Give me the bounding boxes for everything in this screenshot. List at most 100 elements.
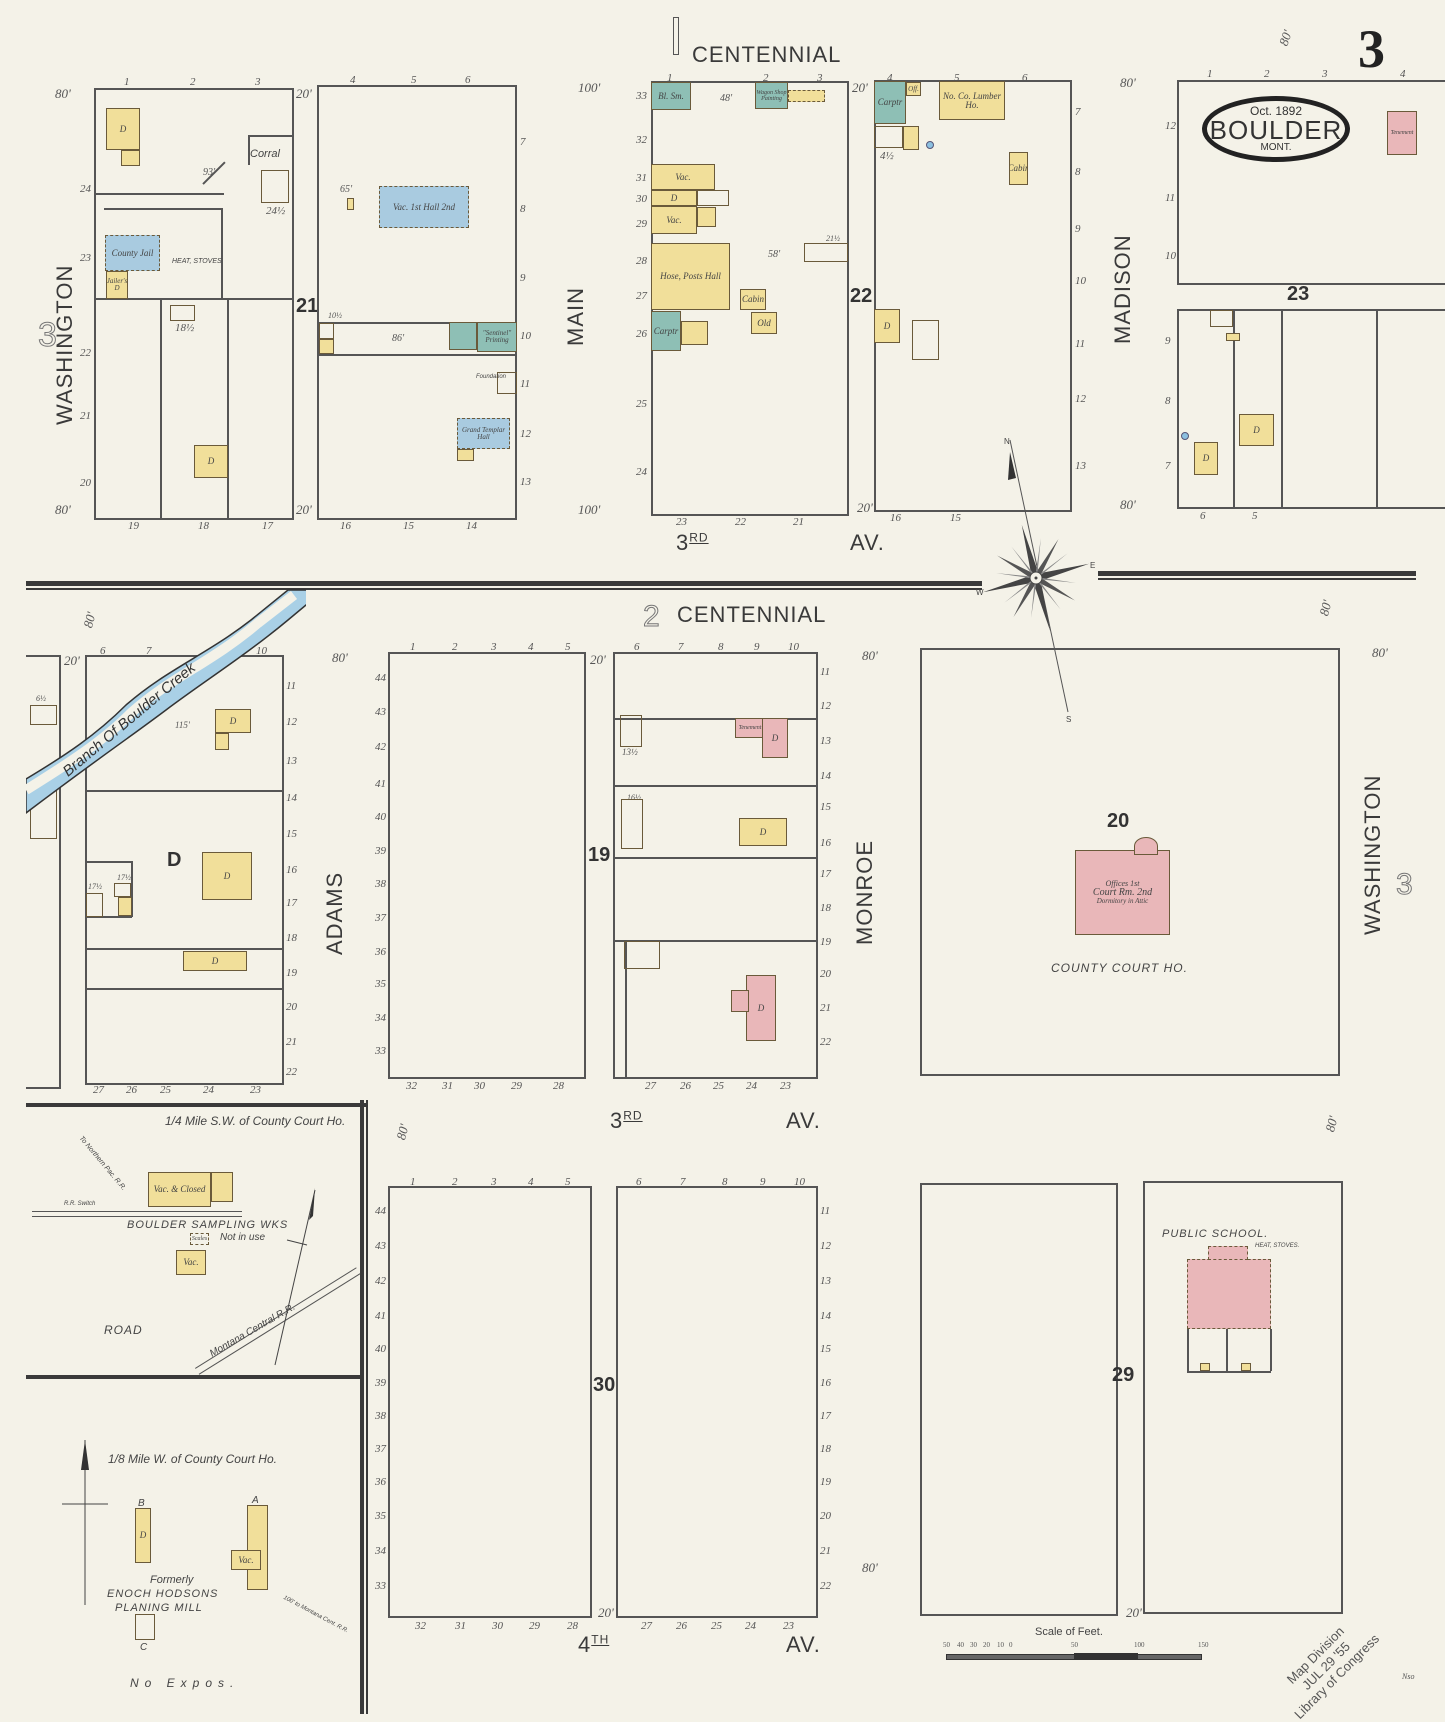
block-number-20: 20 — [1107, 810, 1130, 832]
lot-number: 13 — [820, 1275, 831, 1287]
courthouse-tower — [1134, 837, 1158, 855]
lot-line — [1281, 309, 1283, 509]
printing-office-rear — [449, 322, 477, 350]
cabin: Cabin — [1009, 152, 1028, 185]
bldg-c-label: C — [140, 1642, 148, 1653]
vacant-building: Vac. — [176, 1250, 206, 1275]
inset-border — [366, 1100, 368, 1714]
street-width: 80' — [1316, 598, 1335, 618]
lot-number: 19 — [286, 967, 297, 979]
lot-number: 28 — [567, 1620, 578, 1632]
lot-number: 9 — [1075, 223, 1081, 235]
compass-s: S — [1066, 715, 1071, 724]
rr-distance-note: 100' to Montana Cent. R.R. — [282, 1595, 350, 1635]
rr-switch — [32, 1216, 242, 1217]
lot-number: 7 — [146, 645, 152, 657]
lot-number: 22 — [735, 516, 746, 528]
shed-height: 10½ — [328, 311, 342, 320]
lot-line — [85, 948, 284, 950]
lot-number: 18 — [820, 902, 831, 914]
street-washington-right: WASHINGTON — [1360, 774, 1385, 935]
lot-number: 3 — [491, 641, 497, 653]
lot-number: 21 — [820, 1545, 831, 1557]
street-width: 20' — [598, 1605, 614, 1620]
lot-number: 42 — [375, 1275, 386, 1287]
road-label: ROAD — [104, 1323, 143, 1337]
scale-tick: 20 — [983, 1641, 990, 1649]
lot-number: 10 — [520, 330, 531, 342]
mill-name-2: PLANING MILL — [115, 1602, 203, 1614]
shed-height: 4½ — [880, 150, 894, 162]
lot-number: 13 — [520, 476, 531, 488]
lot-number: 18 — [198, 520, 209, 532]
lot-number: 15 — [403, 520, 414, 532]
lot-number: 19 — [128, 520, 139, 532]
street-width: 100' — [578, 80, 601, 95]
lot-number: 38 — [375, 1410, 386, 1422]
lot-number: 3 — [1322, 68, 1328, 80]
shed — [347, 198, 354, 210]
lot-number: 4 — [528, 641, 534, 653]
lot-number: 2 — [452, 641, 458, 653]
lot-number: 34 — [375, 1545, 386, 1557]
block-number-19-label: 19 — [588, 844, 611, 866]
shed — [788, 90, 825, 102]
old-building: Old — [751, 312, 777, 334]
lot-number: 29 — [636, 218, 647, 230]
block-d — [85, 655, 284, 1085]
lot-number: 32 — [415, 1620, 426, 1632]
street-3rd-av-mid: 3RD — [610, 1108, 643, 1134]
block-number-21: 21 — [296, 295, 319, 317]
dwelling: D — [183, 951, 247, 971]
lot-number: 14 — [820, 770, 831, 782]
shed — [624, 941, 660, 969]
street-adams: ADAMS — [322, 871, 347, 955]
lot-number: 7 — [1165, 460, 1171, 472]
dwelling: D — [106, 108, 140, 150]
rr-switch — [32, 1211, 242, 1212]
dwelling-rear — [121, 150, 140, 166]
dwelling: D — [202, 852, 252, 900]
lot-number: 42 — [375, 741, 386, 753]
vacant-building: Vac. — [651, 206, 697, 234]
street-suffix: TH — [591, 1632, 610, 1647]
well-icon — [1181, 432, 1189, 440]
dwelling: D — [215, 709, 251, 733]
street-width: 80' — [862, 648, 878, 663]
lot-number: 26 — [636, 328, 647, 340]
inset-title: 1/8 Mile W. of County Court Ho. — [108, 1452, 277, 1466]
courthouse-label: COUNTY COURT HO. — [1051, 961, 1188, 975]
compass-n: N — [1004, 437, 1010, 446]
street-width: 20' — [1126, 1605, 1142, 1620]
street-width: 20' — [852, 80, 868, 95]
lot-line — [317, 354, 517, 356]
scale-tick: 50 — [1071, 1641, 1078, 1649]
lot-number: 24 — [745, 1620, 756, 1632]
lot-number: 10 — [1075, 275, 1086, 287]
lot-number: 5 — [565, 641, 571, 653]
inset-border — [26, 1103, 366, 1107]
lot-number: 19 — [820, 1476, 831, 1488]
street-suffix: RD — [689, 530, 709, 545]
lot-number: 8 — [1075, 166, 1081, 178]
scale-tick: 10 — [997, 1641, 1004, 1649]
shed-height: 17½ — [88, 882, 102, 891]
north-arrow-icon — [274, 1188, 316, 1366]
street-width: 80' — [55, 502, 71, 517]
lot-number: 1 — [1207, 68, 1213, 80]
lot-line — [1233, 309, 1235, 509]
lot-number: 5 — [954, 72, 960, 84]
carpenter-shop: Carptr — [874, 81, 906, 124]
lot-number: 23 — [780, 1080, 791, 1092]
scale-tick: 50 — [943, 1641, 950, 1649]
lot-number: 12 — [820, 700, 831, 712]
lot-number: 1 — [410, 1176, 416, 1188]
carpenter-shop: Carptr — [651, 311, 681, 351]
lot-number: 6 — [1022, 72, 1028, 84]
lot-number: 11 — [820, 1205, 831, 1217]
lot-number: 35 — [375, 978, 386, 990]
sentinel-printing: "Sentinel" Printing — [477, 322, 517, 352]
lot-dim: 93' — [203, 167, 216, 178]
shed — [681, 321, 708, 345]
lot-number: 27 — [93, 1084, 104, 1096]
